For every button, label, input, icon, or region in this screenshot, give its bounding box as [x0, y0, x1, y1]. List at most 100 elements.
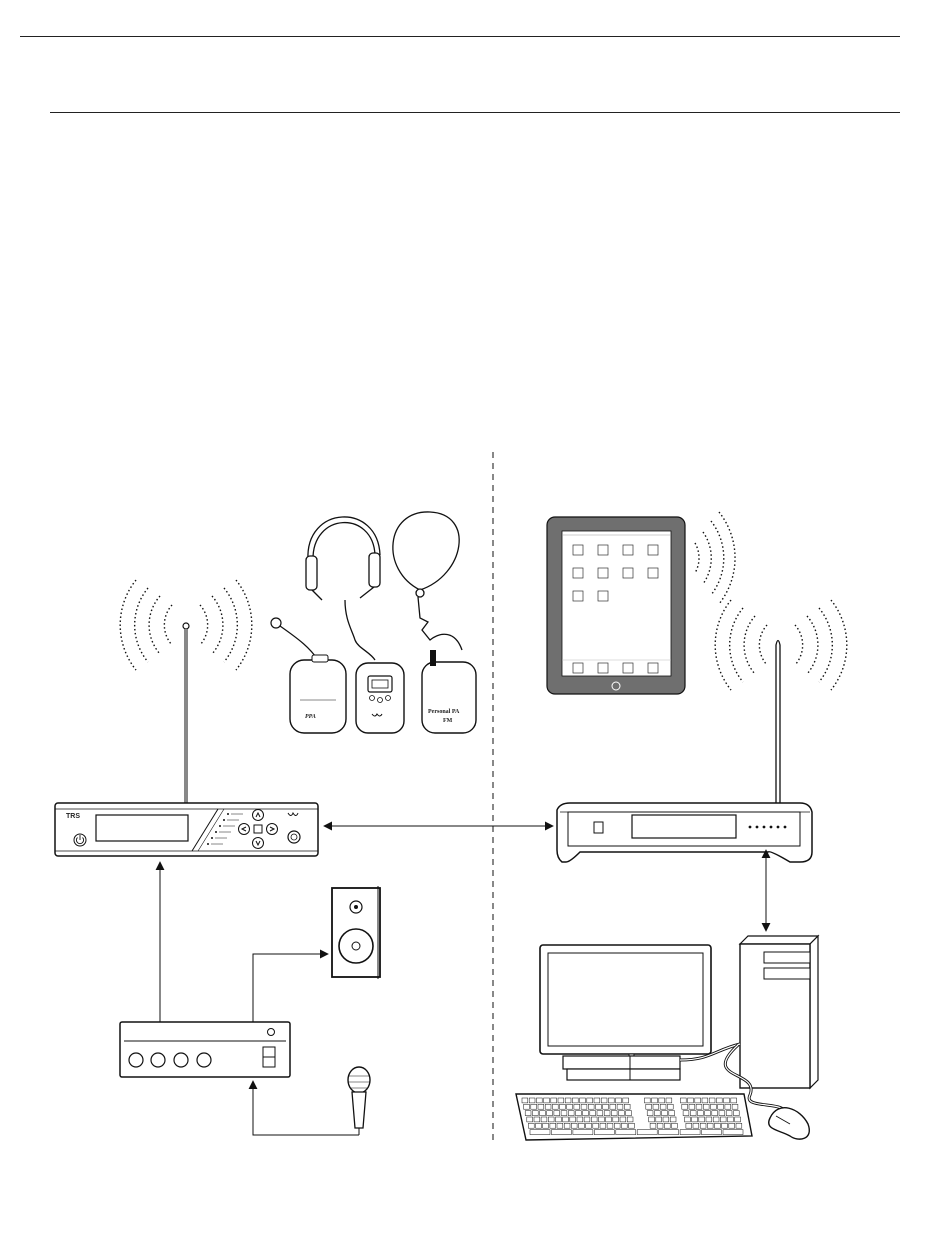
keyboard-key [567, 1104, 573, 1109]
keyboard-key [536, 1098, 542, 1103]
body-pack-receivers: PPA Personal PA FM [290, 650, 476, 733]
keyboard-key [617, 1104, 623, 1109]
audio-mixer [120, 1022, 290, 1077]
keyboard-key [603, 1104, 609, 1109]
keyboard-key [607, 1123, 613, 1128]
mixer-to-speaker-line [253, 954, 328, 1022]
keyboard-key [646, 1104, 652, 1109]
keyboard-key [666, 1098, 672, 1103]
keyboard-key [706, 1117, 712, 1122]
keyboard-key [572, 1098, 578, 1103]
keyboard-key [568, 1111, 574, 1116]
router-antenna [776, 641, 780, 806]
keyboard-key [594, 1130, 614, 1135]
receiver-fm: Personal PA FM [422, 650, 476, 733]
keyboard-key [719, 1111, 725, 1116]
keyboard-key [586, 1123, 592, 1128]
keyboard-key [614, 1123, 620, 1128]
keyboard-key [545, 1104, 551, 1109]
keyboard-key [711, 1104, 717, 1109]
left-connections [160, 862, 359, 1135]
keyboard-key [610, 1104, 616, 1109]
keyboard-key [557, 1123, 563, 1128]
transmitter-display [96, 815, 188, 841]
microphone [348, 1067, 370, 1135]
keyboard-key [554, 1111, 560, 1116]
keyboard-key [662, 1111, 668, 1116]
keyboard-key [692, 1117, 698, 1122]
transmitter-logo: TRS [66, 813, 80, 820]
keyboard-key [695, 1098, 701, 1103]
mouse [769, 1108, 810, 1139]
keyboard-key [693, 1123, 699, 1128]
keyboard-key [713, 1117, 719, 1122]
keyboard-key [654, 1111, 660, 1116]
keyboard [516, 1094, 752, 1140]
keyboard-key [699, 1117, 705, 1122]
keyboard-key [659, 1130, 679, 1135]
transmitter-rack-unit: TRS [55, 803, 318, 856]
keyboard-key [576, 1111, 582, 1116]
keyboard-key [606, 1117, 612, 1122]
keyboard-key [728, 1117, 734, 1122]
loudspeaker [332, 886, 380, 979]
keyboard-key [540, 1111, 546, 1116]
keyboard-key [597, 1111, 603, 1116]
monitor-screen [548, 953, 703, 1046]
keyboard-key [629, 1123, 635, 1128]
keyboard-key [551, 1098, 557, 1103]
keyboard-key [544, 1098, 550, 1103]
tablet [547, 517, 685, 694]
keyboard-key [564, 1123, 570, 1128]
keyboard-key [680, 1098, 686, 1103]
keyboard-key [652, 1098, 658, 1103]
keyboard-key [653, 1104, 659, 1109]
keyboard-key [574, 1104, 580, 1109]
keyboard-key [696, 1104, 702, 1109]
keyboard-key [709, 1098, 715, 1103]
keyboard-key [685, 1117, 691, 1122]
keyboard-key [532, 1111, 538, 1116]
keyboard-key [550, 1123, 556, 1128]
keyboard-key [688, 1098, 694, 1103]
keyboard-key [686, 1123, 692, 1128]
keyboard-key [593, 1123, 599, 1128]
keyboard-key [670, 1117, 676, 1122]
keyboard-key [588, 1104, 594, 1109]
mic-to-mixer-line [253, 1081, 359, 1135]
keyboard-key [561, 1111, 567, 1116]
keyboard-key [689, 1104, 695, 1109]
keyboard-key [530, 1130, 550, 1135]
keyboard-key [536, 1123, 542, 1128]
keyboard-key [583, 1111, 589, 1116]
keyboard-key [616, 1098, 622, 1103]
keyboard-key [700, 1123, 706, 1128]
keyboard-key [698, 1111, 704, 1116]
keyboard-key [577, 1117, 583, 1122]
keyboard-key [522, 1098, 528, 1103]
keyboard-key [601, 1098, 607, 1103]
keyboard-key [736, 1123, 742, 1128]
keyboard-key [626, 1111, 632, 1116]
keyboard-key [720, 1117, 726, 1122]
keyboard-key [667, 1104, 673, 1109]
keyboard-key [672, 1123, 678, 1128]
keyboard-key [656, 1117, 662, 1122]
keyboard-key [722, 1123, 728, 1128]
keyboard-key [541, 1117, 547, 1122]
keyboard-key [579, 1123, 585, 1128]
desktop-computer [516, 936, 818, 1140]
keyboard-key [660, 1104, 666, 1109]
keyboard-key [534, 1117, 540, 1122]
computer-tower [740, 936, 818, 1088]
keyboard-key [659, 1098, 665, 1103]
keyboard-key [608, 1098, 614, 1103]
keyboard-key [580, 1098, 586, 1103]
keyboard-key [620, 1117, 626, 1122]
neckloop [393, 512, 462, 650]
keyboard-key [599, 1117, 605, 1122]
keyboard-key [682, 1104, 688, 1109]
keyboard-key [683, 1111, 689, 1116]
keyboard-key [733, 1111, 739, 1116]
